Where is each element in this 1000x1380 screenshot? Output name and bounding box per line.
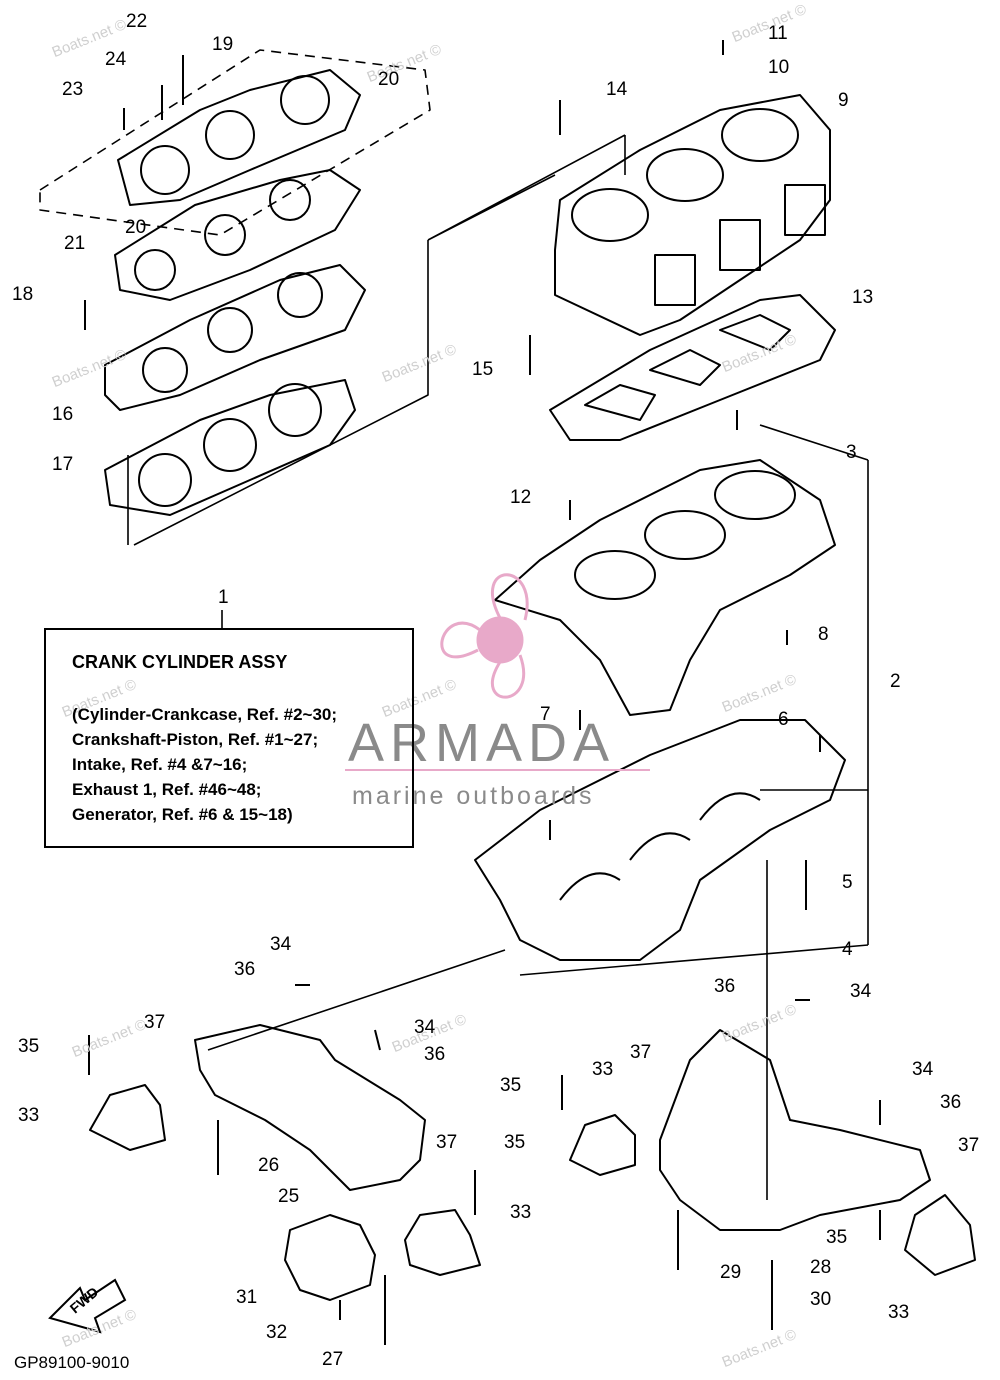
- note-line: Intake, Ref. #4 &7~16;: [72, 755, 248, 774]
- callout-34: 34: [414, 1017, 436, 1038]
- callout-32: 32: [266, 1322, 288, 1343]
- callout-37: 37: [436, 1132, 458, 1153]
- callout-3: 3: [846, 442, 857, 463]
- callout-37: 37: [958, 1135, 980, 1156]
- brand-name: ARMADA: [348, 713, 616, 773]
- callout-10: 10: [768, 57, 790, 78]
- assembly-note-box: CRANK CYLINDER ASSY (Cylinder-Crankcase,…: [44, 628, 414, 848]
- callout-20: 20: [125, 217, 147, 238]
- callout-24: 24: [105, 49, 127, 70]
- callout-12: 12: [510, 487, 532, 508]
- callout-35: 35: [18, 1036, 40, 1057]
- callout-20: 20: [378, 69, 400, 90]
- callout-5: 5: [842, 872, 853, 893]
- callout-14: 14: [606, 79, 628, 100]
- callout-36: 36: [714, 976, 736, 997]
- callout-16: 16: [52, 404, 74, 425]
- callout-33: 33: [510, 1202, 532, 1223]
- callout-1: 1: [218, 587, 229, 608]
- callout-27: 27: [322, 1349, 344, 1370]
- callout-36: 36: [234, 959, 256, 980]
- callout-29: 29: [720, 1262, 742, 1283]
- callout-22: 22: [126, 11, 148, 32]
- callout-7: 7: [540, 704, 551, 725]
- callout-35: 35: [504, 1132, 526, 1153]
- diagram-code: GP89100-9010: [14, 1353, 130, 1372]
- callout-30: 30: [810, 1289, 832, 1310]
- fwd-arrow-icon: [48, 1278, 127, 1334]
- callout-6: 6: [778, 709, 789, 730]
- note-title: CRANK CYLINDER ASSY: [72, 652, 288, 672]
- callout-8: 8: [818, 624, 829, 645]
- callout-33: 33: [888, 1302, 910, 1323]
- note-line: Generator, Ref. #6 & 15~18): [72, 805, 293, 824]
- callout-33: 33: [18, 1105, 40, 1126]
- propeller-logo-icon: [440, 573, 529, 699]
- callout-21: 21: [64, 233, 86, 254]
- callout-35: 35: [826, 1227, 848, 1248]
- callout-34: 34: [912, 1059, 934, 1080]
- callout-23: 23: [62, 79, 84, 100]
- callout-36: 36: [424, 1044, 446, 1065]
- callout-18: 18: [12, 284, 34, 305]
- callout-19: 19: [212, 34, 234, 55]
- callout-34: 34: [270, 934, 292, 955]
- note-line: (Cylinder-Crankcase, Ref. #2~30;: [72, 705, 338, 724]
- callout-37: 37: [144, 1012, 166, 1033]
- callout-13: 13: [852, 287, 874, 308]
- note-line: Exhaust 1, Ref. #46~48;: [72, 780, 262, 799]
- callout-37: 37: [630, 1042, 652, 1063]
- callout-34: 34: [850, 981, 872, 1002]
- callout-4: 4: [842, 939, 853, 960]
- brand-tagline: marine outboards: [352, 782, 595, 810]
- callout-15: 15: [472, 359, 494, 380]
- callout-36: 36: [940, 1092, 962, 1113]
- callout-2: 2: [890, 671, 901, 692]
- note-line: Crankshaft-Piston, Ref. #1~27;: [72, 730, 319, 749]
- callout-33: 33: [592, 1059, 614, 1080]
- callout-28: 28: [810, 1257, 832, 1278]
- callout-26: 26: [258, 1155, 280, 1176]
- callout-11: 11: [768, 23, 788, 44]
- callout-35: 35: [500, 1075, 522, 1096]
- callout-31: 31: [236, 1287, 258, 1308]
- callout-25: 25: [278, 1186, 300, 1207]
- callout-17: 17: [52, 454, 74, 475]
- callout-9: 9: [838, 90, 849, 111]
